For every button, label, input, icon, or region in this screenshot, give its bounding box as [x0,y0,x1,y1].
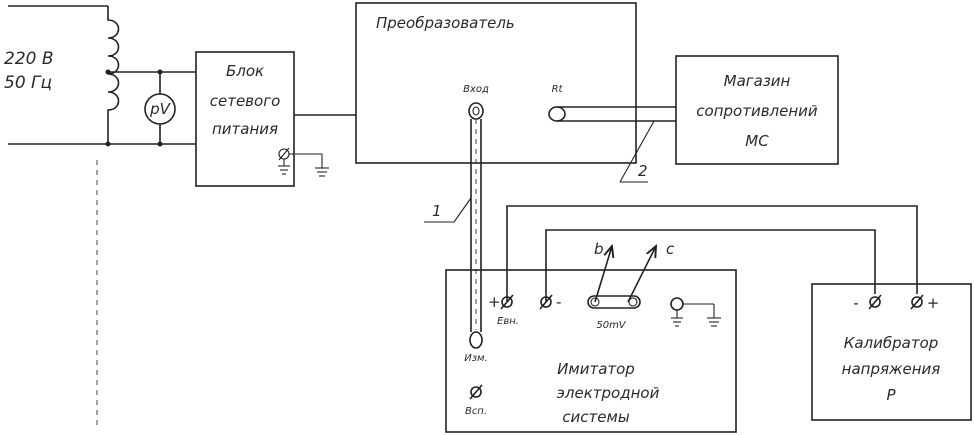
cable-1-leader [453,197,472,223]
converter-input-label: Вход [463,84,489,95]
cable-1: 1 [424,119,482,332]
range-selector [587,295,641,309]
arrow-c [627,246,656,303]
izm-terminal [469,331,483,349]
cable-2-label: 2 [638,162,648,180]
power-source: 220 В 50 Гц [4,5,120,145]
terminal-slash [500,294,514,310]
autotransformer-coil [107,6,120,144]
power-supply-frame [195,51,295,187]
calibrator-frame [811,283,972,421]
simulator-ground-terminal [670,297,684,311]
voltage-calibrator-block: - + Калибратор напряжения Р [811,283,972,421]
converter-title: Преобразователь [376,14,515,32]
converter-block: Преобразователь Вход Rt [355,2,637,164]
rt-connector [548,106,566,122]
calibrator-plus-terminal [911,296,923,308]
power-voltage-label: 220 В [4,49,54,69]
cable-2-leader [619,120,655,183]
input-connector [468,102,484,120]
junction-dot [105,69,111,75]
simulator-line3: системы [562,408,630,426]
terminal-slash [278,147,290,161]
arrow-b [594,246,612,303]
plus-sign: + [488,293,501,311]
terminal-slash [868,294,882,310]
junction-dot [157,141,163,147]
electrode-simulator-block: Изм. Всп. + Евн. - b c 50mV Имит [445,240,737,433]
minus-sign: - [556,293,561,311]
simulator-line1: Имитатор [557,360,635,378]
voltmeter: pV [144,93,176,125]
wire-minus-to-calibrator [545,229,876,302]
resistance-box-frame [675,55,839,165]
calibrator-line1: Калибратор [844,334,939,352]
vsp-label: Всп. [465,406,487,417]
calibrator-line3: Р [886,386,896,404]
range-contact [628,297,638,307]
vsp-terminal [470,386,482,398]
voltmeter-label: pV [149,100,172,118]
simulator-line2: электродной [557,384,660,402]
calibrator-minus-terminal [869,296,881,308]
power-supply-line3: питания [212,120,278,138]
wire-plus-to-calibrator [506,205,918,302]
terminal-slash [469,384,483,400]
resistance-box-line3: МС [745,132,769,150]
voltmeter-circle [144,93,176,125]
input-connector-inner [472,106,480,116]
converter-rt-label: Rt [552,84,564,95]
cable-2: 2 [557,106,676,183]
electrode-simulator-frame [445,269,737,433]
resistance-box-line2: сопротивлений [696,102,818,120]
resistance-box: Магазин сопротивлений МС [675,55,839,165]
cable-1-label: 1 [432,202,442,220]
power-supply-line2: сетевого [210,92,281,110]
range-contact [590,297,600,307]
e-vn-plus-terminal [501,296,513,308]
calibrator-minus-sign: - [853,294,858,312]
e-vn-minus-terminal [540,296,552,308]
calibrator-plus-sign: + [927,294,940,312]
resistance-box-line1: Магазин [724,72,791,90]
junction-dot [157,69,163,75]
range-label: 50mV [596,320,626,331]
converter-frame [355,2,637,164]
calibrator-line2: напряжения [842,360,941,378]
point-b-label: b [594,240,604,258]
point-c-label: c [666,240,675,258]
power-supply-block: Блок сетевого питания [195,51,329,187]
izm-label: Изм. [464,353,488,364]
terminal-slash [910,294,924,310]
power-frequency-label: 50 Гц [4,73,52,93]
terminal-slash [539,294,553,310]
e-vn-label: Евн. [497,316,519,327]
junction-dot [105,141,111,147]
power-supply-line1: Блок [226,62,264,80]
